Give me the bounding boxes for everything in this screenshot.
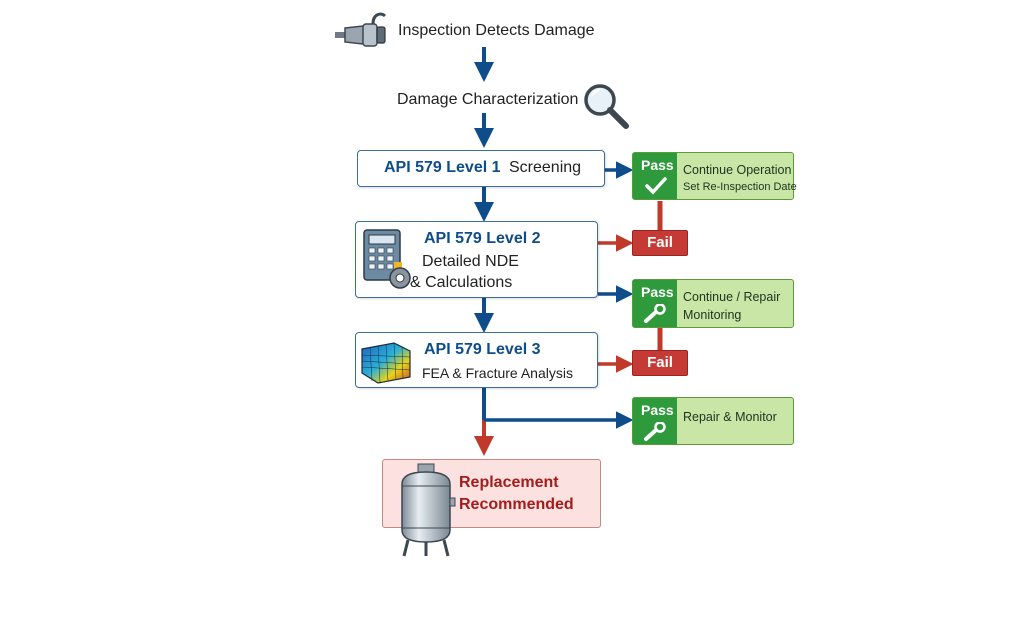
pass2-line1: Continue / Repair	[683, 290, 781, 304]
replacement-line2: Recommended	[459, 496, 574, 513]
pass1-line1: Continue Operation	[683, 163, 792, 177]
pass-outcome-continue-repair: Pass Continue / Repair Monitoring	[632, 279, 794, 328]
calculator-gear-icon	[363, 229, 411, 289]
level3-box: API 579 Level 3 FEA & Fracture Analysis	[355, 332, 598, 388]
fail-badge-level3: Fail	[632, 350, 688, 376]
pressure-vessel-icon	[401, 463, 456, 557]
magnifier-icon	[584, 84, 629, 129]
pass2-line2: Monitoring	[683, 308, 742, 322]
wrench-icon	[644, 304, 666, 323]
pass-label: Pass	[641, 284, 674, 300]
fea-mesh-icon	[361, 342, 411, 384]
pass-tag: Pass	[633, 398, 677, 444]
pass1-line2: Set Re-Inspection Date	[683, 181, 797, 193]
step-inspection-label: Inspection Detects Damage	[398, 22, 595, 39]
pass-tag: Pass	[633, 153, 677, 199]
level2-box: API 579 Level 2 Detailed NDE & Calculati…	[355, 221, 598, 298]
step-characterization-label: Damage Characterization	[397, 91, 579, 108]
level2-line2: & Calculations	[410, 274, 513, 291]
level1-title: API 579 Level 1	[384, 159, 501, 176]
pass3-line1: Repair & Monitor	[683, 410, 777, 424]
replacement-line1: Replacement	[459, 474, 559, 491]
pass-label: Pass	[641, 402, 674, 418]
level1-subtitle: Screening	[509, 159, 582, 176]
pass-tag: Pass	[633, 280, 677, 327]
level3-line1: FEA & Fracture Analysis	[422, 365, 573, 381]
level3-title: API 579 Level 3	[424, 341, 541, 358]
pass-label: Pass	[641, 157, 674, 173]
wrench-icon	[644, 422, 666, 441]
level2-title: API 579 Level 2	[424, 230, 541, 247]
check-icon	[645, 177, 667, 195]
level1-box: API 579 Level 1 Screening	[357, 150, 605, 187]
pass-outcome-repair-monitor: Pass Repair & Monitor	[632, 397, 794, 445]
ultrasonic-probe-icon	[335, 12, 387, 47]
fail-badge-level2: Fail	[632, 230, 688, 256]
level2-line1: Detailed NDE	[422, 253, 519, 270]
pass-outcome-continue-operation: Pass Continue Operation Set Re-Inspectio…	[632, 152, 797, 200]
